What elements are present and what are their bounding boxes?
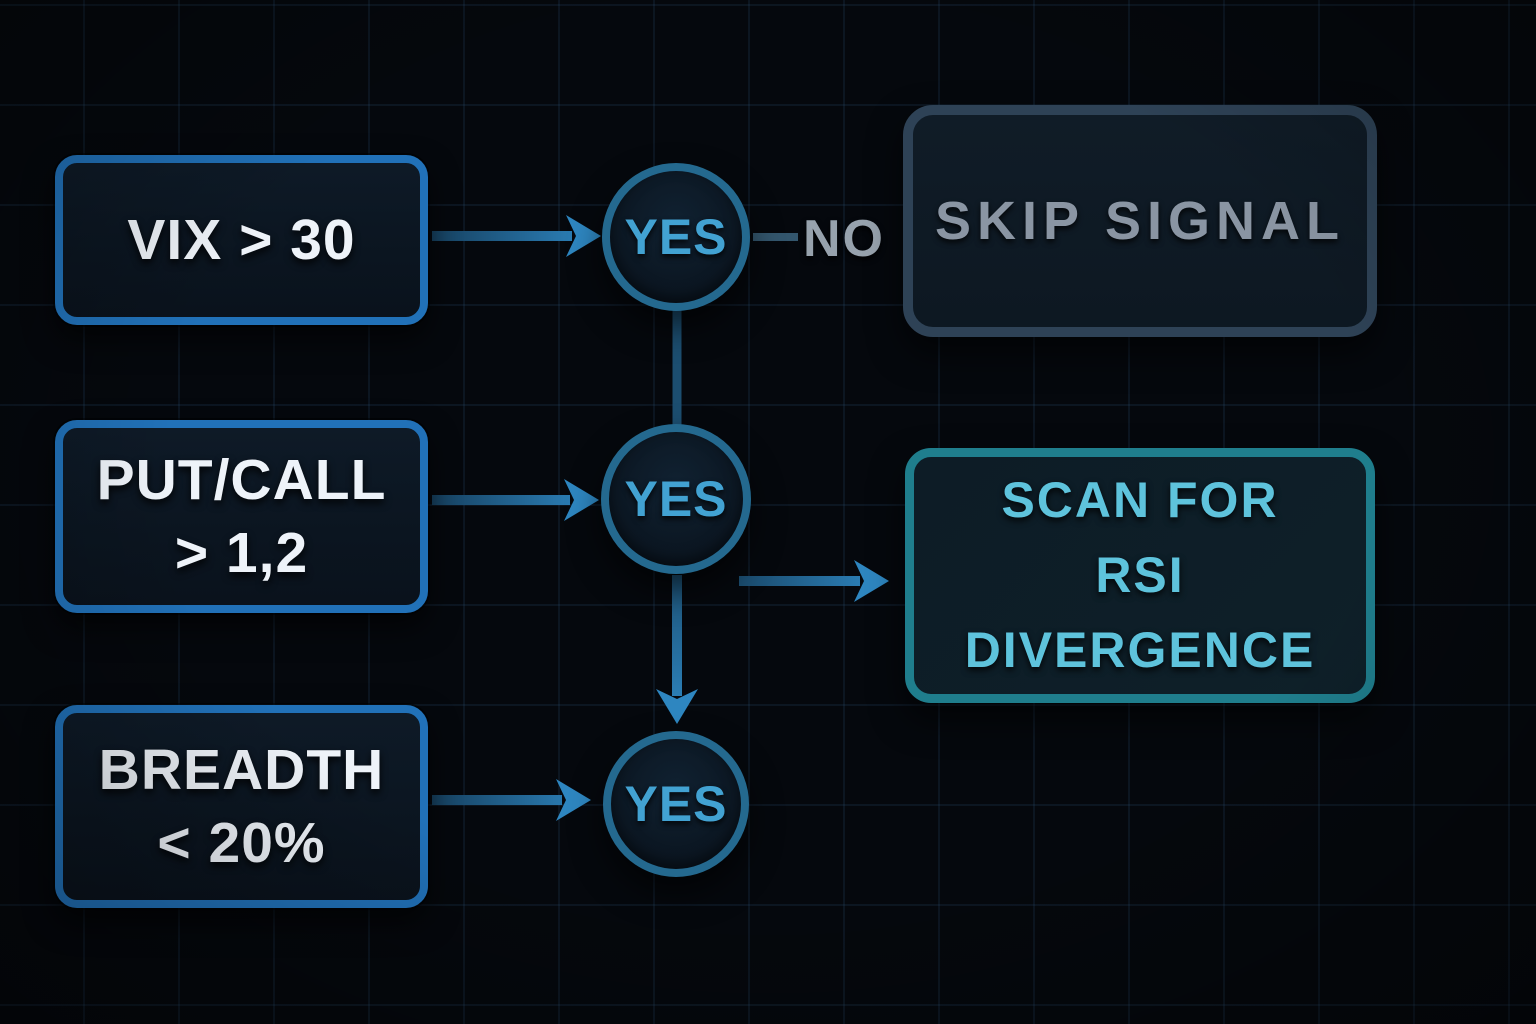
arrow-yes2-to-scan-head-icon xyxy=(854,560,889,602)
condition-label-line: < 20% xyxy=(157,810,326,875)
condition-label-line: BREADTH xyxy=(98,737,385,802)
condition-label-line: > 1,2 xyxy=(174,520,309,585)
outcome-label-line: SKIP SIGNAL xyxy=(934,191,1346,251)
decision-label: YES xyxy=(624,776,728,832)
arrow-vix-to-yes1-head-icon xyxy=(566,215,601,257)
outcome-label-line: RSI DIVERGENCE xyxy=(964,547,1316,678)
decision-label: YES xyxy=(624,471,728,527)
arrow-putcall-to-yes2-head-icon xyxy=(564,479,599,521)
condition-box-breadth: BREADTH < 20% xyxy=(55,705,428,908)
arrow-yes2-to-yes3-head-icon xyxy=(656,689,698,724)
decision-circle-2: YES xyxy=(601,424,751,574)
condition-box-putcall: PUT/CALL > 1,2 xyxy=(55,420,428,613)
outcome-label-line: SCAN FOR xyxy=(1001,472,1279,528)
condition-label-line: PUT/CALL xyxy=(96,447,387,512)
decision-label: YES xyxy=(624,209,728,265)
condition-label-line: VIX > 30 xyxy=(127,207,356,272)
outcome-box-skip-signal: SKIP SIGNAL xyxy=(903,105,1377,337)
decision-circle-3: YES xyxy=(603,731,749,877)
outcome-box-scan-rsi-divergence: SCAN FOR RSI DIVERGENCE xyxy=(905,448,1375,703)
decision-circle-1: YES xyxy=(602,163,750,311)
edge-label-no: NO xyxy=(803,210,885,268)
condition-box-vix: VIX > 30 xyxy=(55,155,428,325)
arrow-breadth-to-yes3-head-icon xyxy=(556,779,591,821)
